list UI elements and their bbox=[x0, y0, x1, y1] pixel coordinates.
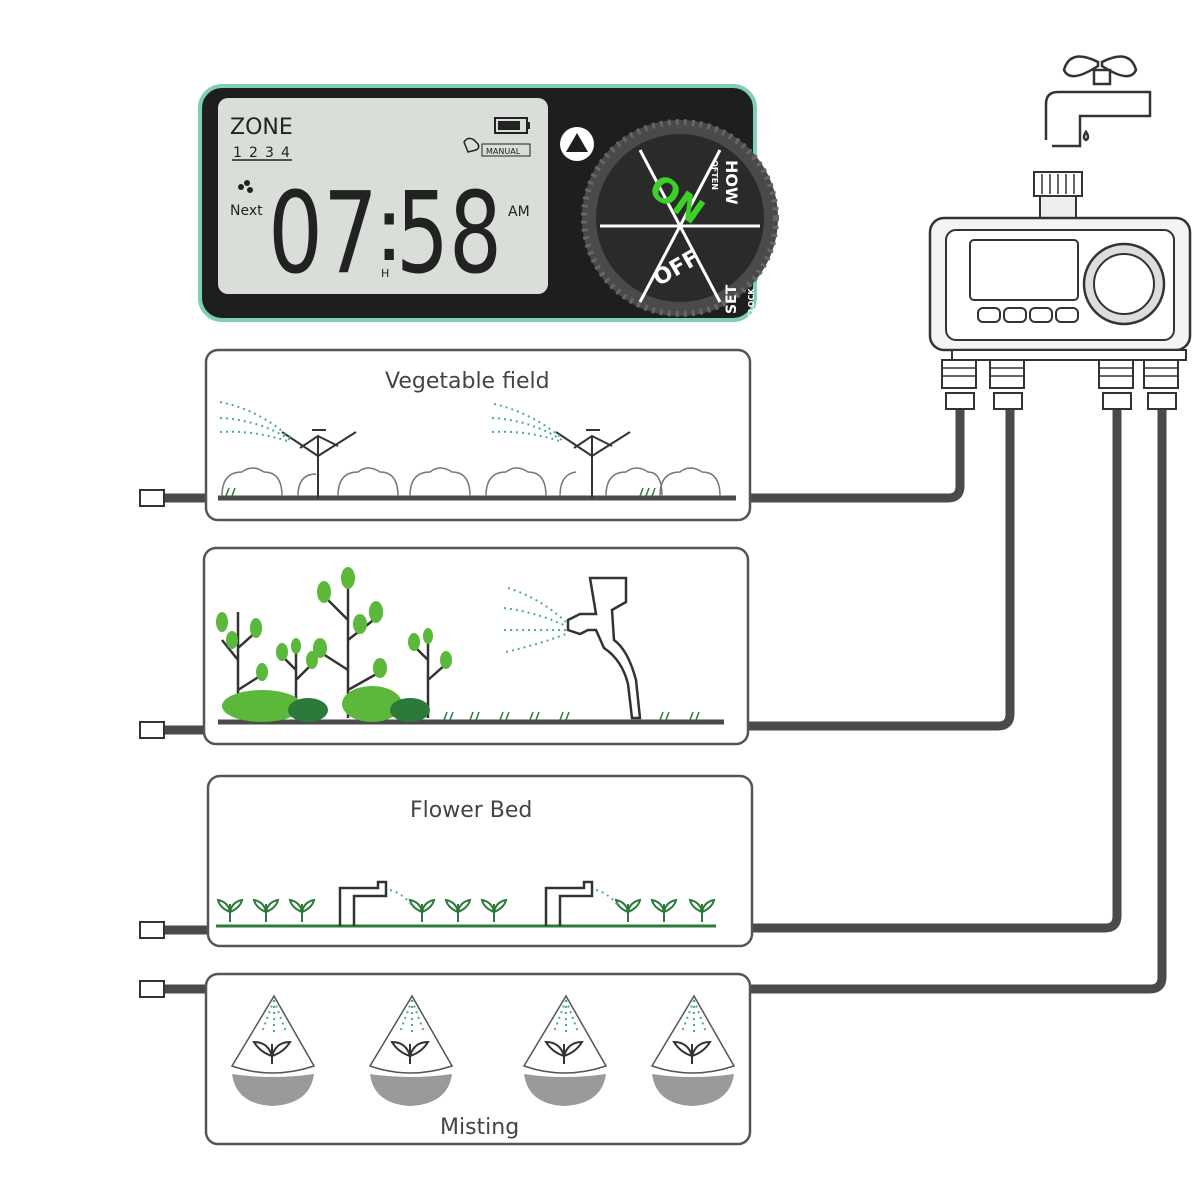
spray-dots bbox=[503, 587, 567, 653]
device-outlet bbox=[941, 359, 977, 389]
leaves bbox=[216, 567, 452, 681]
hose-field bbox=[743, 401, 1015, 731]
device-button bbox=[1003, 307, 1027, 323]
time-minutes: 58 bbox=[396, 169, 502, 299]
device-outlet bbox=[1143, 359, 1179, 389]
grass bbox=[225, 487, 656, 497]
device-outlet bbox=[989, 359, 1025, 389]
manual-hand-icon bbox=[463, 137, 480, 153]
drops-icon bbox=[238, 180, 253, 193]
device-button bbox=[977, 307, 1001, 323]
faucet-icon bbox=[1044, 55, 1152, 148]
time-separator: : bbox=[374, 177, 404, 282]
mist-pot bbox=[650, 994, 736, 1106]
next-label: Next bbox=[230, 203, 263, 219]
hose-cap bbox=[139, 921, 165, 939]
hose-cap bbox=[139, 721, 165, 739]
program-dial: ON OFF HOW OFTEN SET CLOCK bbox=[581, 119, 779, 318]
manual-label: MANUAL bbox=[486, 147, 521, 156]
zone-number: 3 bbox=[265, 145, 274, 161]
zone-title: Vegetable field bbox=[385, 369, 550, 394]
device-button bbox=[1029, 307, 1053, 323]
hose-cap bbox=[993, 392, 1023, 410]
mist-pot bbox=[522, 994, 608, 1106]
seedlings bbox=[216, 898, 716, 922]
zone-label: ZONE bbox=[230, 115, 293, 140]
device-button bbox=[1055, 307, 1079, 323]
hose-cap bbox=[945, 392, 975, 410]
time-hours: 07 bbox=[268, 169, 378, 299]
hose-cap bbox=[1147, 392, 1177, 410]
mist-pot bbox=[368, 994, 454, 1106]
hose-nozzle-icon bbox=[566, 576, 642, 720]
hose-vegetable bbox=[743, 401, 965, 503]
dial-clock-label: CLOCK bbox=[747, 288, 756, 318]
dial-how-label: HOW bbox=[722, 160, 741, 205]
zone-flower-bed: Flower Bed bbox=[206, 774, 754, 948]
mist-pot bbox=[230, 994, 316, 1106]
dial-set-label: SET bbox=[724, 284, 740, 314]
spray-dots bbox=[219, 401, 563, 443]
zone-number: 4 bbox=[281, 145, 290, 161]
vegetable-bushes bbox=[221, 467, 721, 497]
drip-stake-icon bbox=[338, 880, 594, 926]
zone-title: Flower Bed bbox=[410, 798, 532, 823]
device-lcd bbox=[969, 239, 1079, 301]
zone-number: 1 bbox=[233, 145, 242, 161]
sprinkler-icon bbox=[281, 429, 631, 498]
zone-misting: Misting bbox=[204, 972, 752, 1146]
dial-often-label: OFTEN bbox=[710, 160, 719, 190]
zone-garden-sprayer bbox=[202, 546, 750, 746]
zone-title: Misting bbox=[440, 1115, 519, 1140]
grass bbox=[443, 711, 700, 721]
misting-pots bbox=[230, 994, 736, 1106]
battery-icon bbox=[494, 117, 530, 134]
ampm-label: AM bbox=[508, 204, 530, 220]
hose-caps bbox=[139, 392, 1177, 998]
hose-cap bbox=[139, 489, 165, 507]
water-timer-device bbox=[928, 171, 1192, 389]
hose-cap bbox=[1102, 392, 1132, 410]
hose-cap bbox=[139, 980, 165, 998]
zone-numbers: 1 2 3 4 bbox=[232, 145, 292, 161]
h-label: H bbox=[381, 267, 389, 280]
device-outlet bbox=[1098, 359, 1134, 389]
timer-display-panel: ZONE 1 2 3 4 MANUAL Next 07 : 58 H AM bbox=[198, 84, 779, 322]
hose-misting bbox=[145, 401, 1167, 994]
bushes-dark bbox=[288, 698, 430, 722]
spray-dots bbox=[389, 889, 619, 907]
up-arrow-icon bbox=[566, 133, 588, 152]
zone-vegetable-field: Vegetable field bbox=[204, 348, 752, 522]
bushes bbox=[222, 686, 402, 722]
hose-flowerbed bbox=[747, 401, 1122, 933]
zone-number: 2 bbox=[249, 145, 258, 161]
